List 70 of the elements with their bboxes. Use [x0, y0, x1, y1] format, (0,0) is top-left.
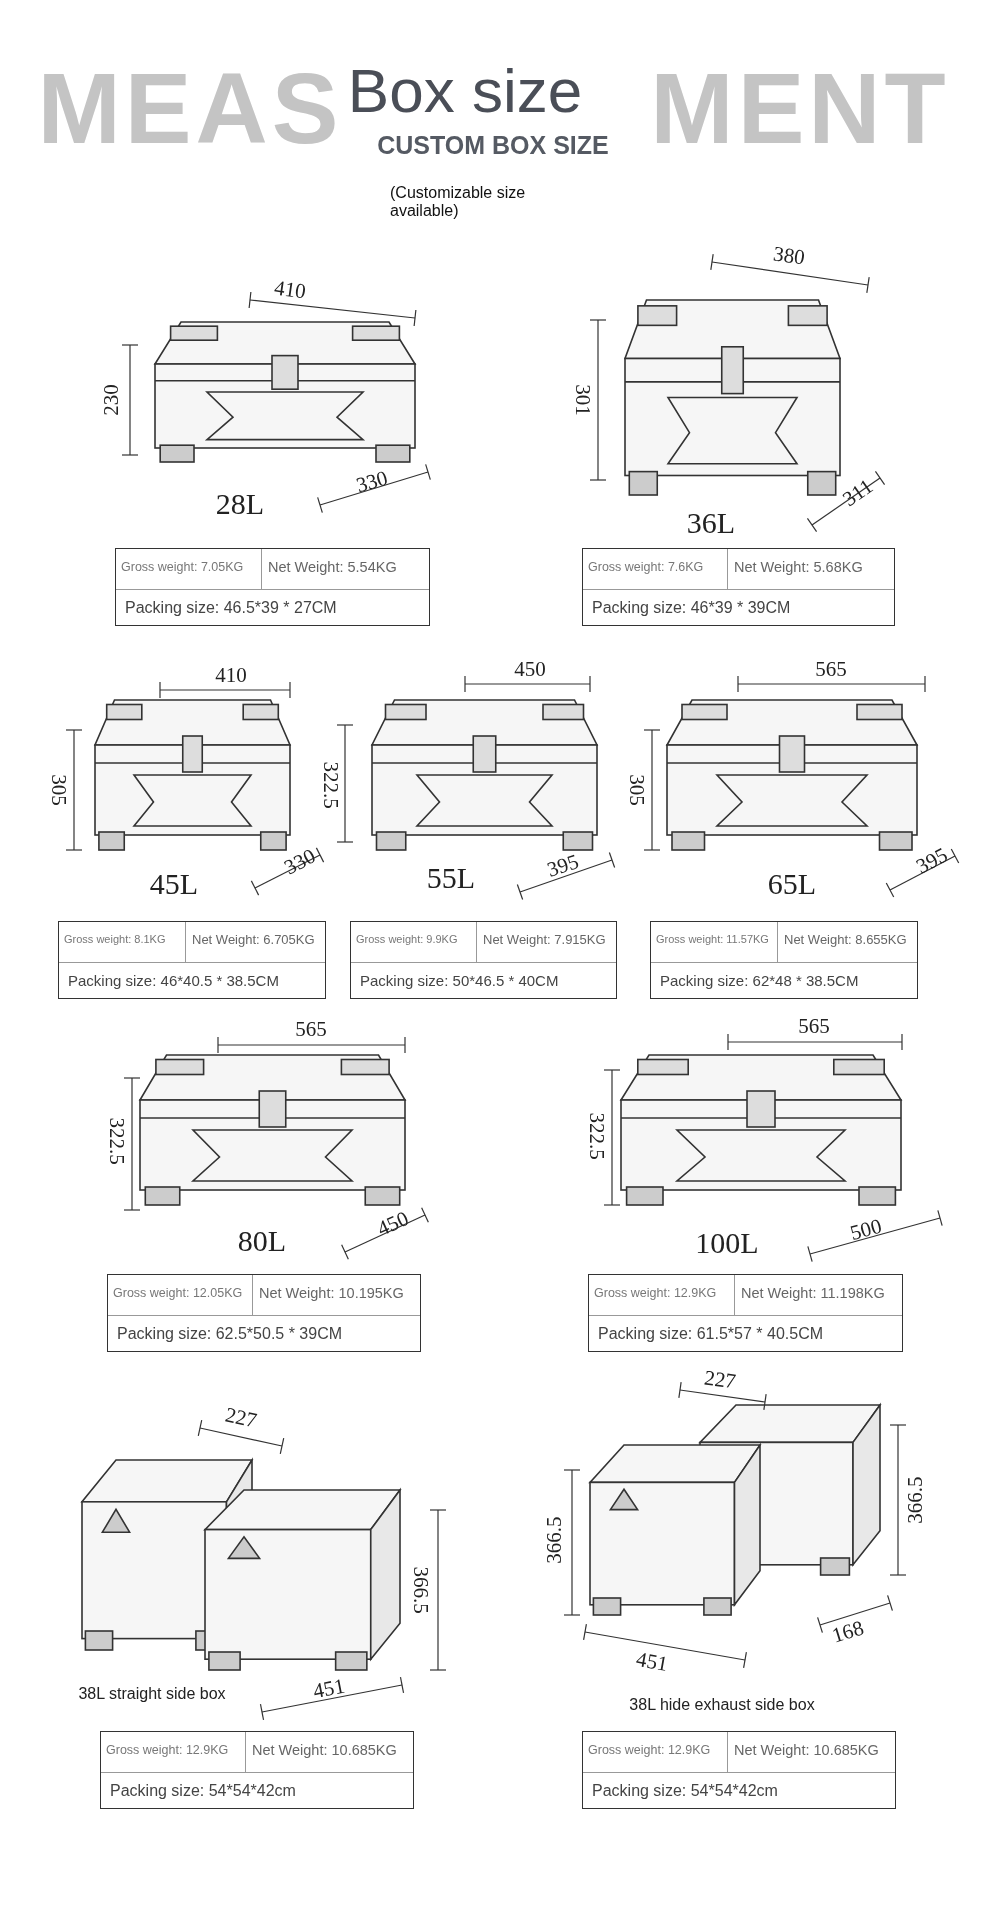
dimension-label: 451 [634, 1647, 670, 1677]
net-weight-text: Net Weight: 8.655KG [784, 932, 907, 947]
dimension-label: 380 [771, 242, 807, 270]
gross-weight-text: Gross weight: 7.6KG [588, 560, 704, 574]
dimension-label: 410 [272, 276, 308, 304]
dimension-label: 322.5 [584, 1112, 608, 1160]
net-weight-text: Net Weight: 6.705KG [192, 932, 315, 947]
dimension-label: 500 [847, 1214, 885, 1246]
subheading: CUSTOM BOX SIZE [377, 132, 609, 160]
packing-size-text: Packing size: 61.5*57 * 40.5CM [598, 1325, 823, 1343]
dimension-label: 322.5 [318, 761, 342, 809]
dimension-label: 305 [46, 774, 70, 806]
dimension-label: 227 [223, 1403, 259, 1433]
capacity-label: 65L [767, 866, 817, 900]
dimension-label: 395 [544, 850, 582, 882]
dimension-label: 366.5 [543, 1516, 567, 1564]
net-weight-text: Net Weight: 5.68KG [734, 559, 863, 575]
dimension-label: 451 [311, 1674, 347, 1704]
dimension-label: 305 [624, 774, 648, 806]
net-weight-text: Net Weight: 10.195KG [259, 1285, 404, 1301]
dimension-label: 410 [215, 664, 247, 688]
gross-weight-text: Gross weight: 12.9KG [594, 1286, 717, 1300]
packing-size-text: Packing size: 54*54*42cm [110, 1782, 296, 1800]
dimension-label: 168 [829, 1616, 867, 1648]
dimension-label: 311 [838, 474, 878, 512]
net-weight-text: Net Weight: 7.915KG [483, 932, 606, 947]
net-weight-text: Net Weight: 5.54KG [268, 559, 397, 575]
packing-size-text: Packing size: 54*54*42cm [592, 1782, 778, 1800]
dimension-label: 565 [798, 1015, 830, 1039]
dimension-label: 301 [570, 384, 594, 416]
packing-size-text: Packing size: 50*46.5 * 40CM [360, 972, 559, 989]
title: Box size [347, 56, 583, 126]
caption: 38L straight side box [78, 1685, 226, 1703]
dimension-label: 450 [514, 658, 546, 682]
dimension-label: 366.5 [904, 1476, 928, 1524]
gross-weight-text: Gross weight: 8.1KG [64, 933, 166, 945]
gross-weight-text: Gross weight: 12.9KG [106, 1743, 229, 1757]
packing-size-text: Packing size: 46*40.5 * 38.5CM [68, 972, 279, 989]
dimension-label: 565 [295, 1018, 327, 1042]
capacity-label: 28L [215, 486, 265, 520]
packing-size-text: Packing size: 46.5*39 * 27CM [125, 599, 337, 617]
capacity-label: 36L [686, 505, 736, 539]
capacity-label: 45L [149, 866, 199, 900]
capacity-label: 100L [695, 1225, 759, 1259]
background-heading: MENT [650, 53, 950, 163]
dimension-label: 227 [702, 1366, 738, 1394]
gross-weight-text: Gross weight: 11.57KG [656, 933, 769, 945]
net-weight-text: Net Weight: 11.198KG [741, 1285, 885, 1301]
dimension-label: 230 [100, 384, 124, 416]
caption: 38L hide exhaust side box [629, 1696, 815, 1714]
capacity-label: 80L [237, 1223, 287, 1257]
packing-size-text: Packing size: 62*48 * 38.5CM [660, 972, 859, 989]
net-weight-text: Net Weight: 10.685KG [734, 1742, 879, 1758]
packing-size-text: Packing size: 46*39 * 39CM [592, 599, 791, 617]
net-weight-text: Net Weight: 10.685KG [252, 1742, 397, 1758]
packing-size-text: Packing size: 62.5*50.5 * 39CM [117, 1325, 342, 1343]
gross-weight-text: Gross weight: 12.9KG [588, 1743, 711, 1757]
dimension-label: 450 [373, 1207, 413, 1241]
gross-weight-text: Gross weight: 12.05KG [113, 1286, 243, 1300]
dimension-label: 322.5 [104, 1117, 128, 1165]
dimension-label: 330 [353, 466, 391, 498]
gross-weight-text: Gross weight: 7.05KG [121, 560, 244, 574]
dimension-label: 366.5 [408, 1566, 432, 1614]
capacity-label: 55L [426, 860, 476, 894]
gross-weight-text: Gross weight: 9.9KG [356, 933, 458, 945]
dimension-label: 330 [280, 844, 320, 880]
dimension-label: 395 [912, 843, 952, 879]
background-heading: MEAS [37, 53, 343, 163]
note-text: (Customizable size available) [390, 184, 527, 220]
dimension-label: 565 [815, 658, 847, 682]
